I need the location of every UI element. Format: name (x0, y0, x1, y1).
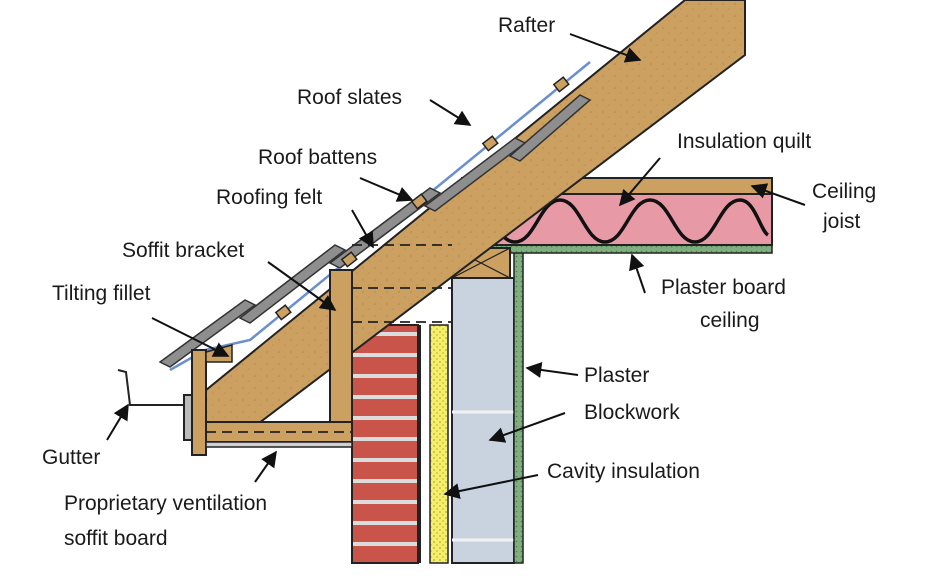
label-soffit-board-2: soffit board (64, 527, 168, 550)
cavity-insulation-layer (429, 324, 449, 564)
blockwork-joints (452, 410, 514, 542)
label-gutter: Gutter (42, 446, 100, 469)
label-ceiling-joist-2: joist (822, 210, 861, 233)
leader-arrows (106, 33, 806, 499)
blockwork-wall (451, 277, 515, 564)
label-roofing-felt: Roofing felt (216, 186, 322, 209)
gutter (117, 369, 193, 441)
label-soffit-bracket: Soffit bracket (122, 239, 244, 262)
label-plaster-board-1: Plaster board (661, 276, 786, 299)
brick-outer-leaf (351, 324, 419, 564)
label-plaster-board-2: ceiling (700, 309, 760, 332)
label-soffit-board-1: Proprietary ventilation (64, 492, 267, 515)
label-blockwork: Blockwork (584, 401, 680, 424)
soffit-bracket (329, 269, 353, 441)
label-plaster: Plaster (584, 364, 649, 387)
plaster-layer (513, 249, 524, 564)
label-ceiling-joist-1: Ceiling (812, 180, 876, 203)
label-cavity-insulation: Cavity insulation (547, 460, 700, 483)
label-roof-slates: Roof slates (297, 86, 402, 109)
fascia-board (191, 349, 207, 456)
label-tilting-fillet: Tilting fillet (52, 282, 151, 305)
label-rafter: Rafter (498, 14, 555, 37)
label-roof-battens: Roof battens (258, 146, 377, 169)
insulation-quilt-wave (469, 198, 770, 244)
soffit-board (205, 441, 353, 448)
label-insulation-quilt: Insulation quilt (677, 130, 811, 153)
roof-battens (274, 76, 570, 321)
roof-slates (158, 94, 592, 368)
